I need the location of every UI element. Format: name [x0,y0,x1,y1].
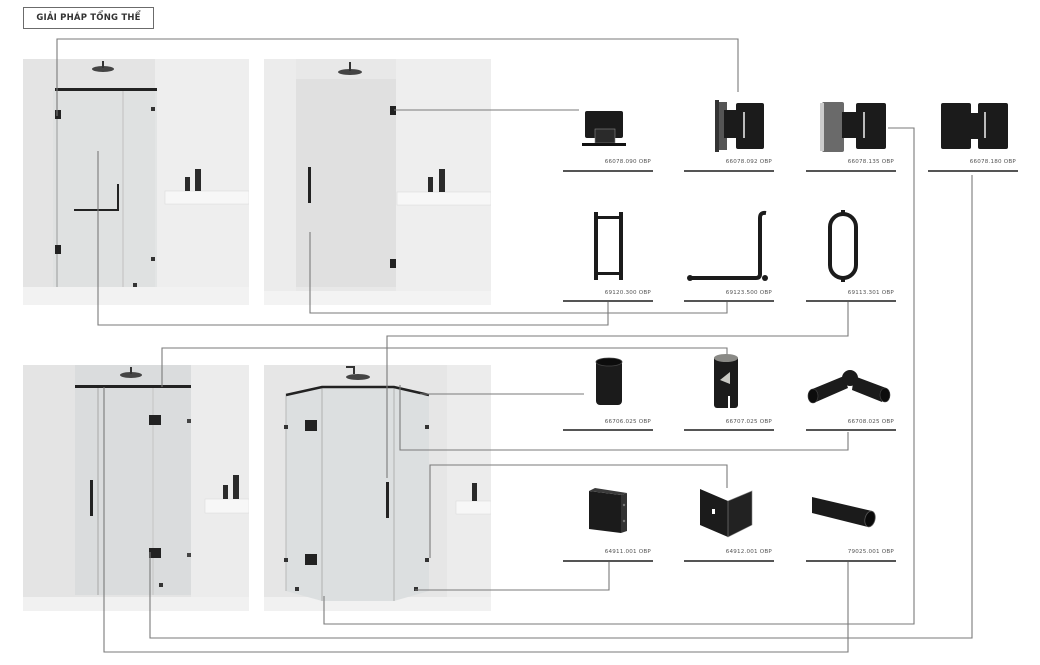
hinge-icon [582,111,626,146]
towel-bar-handle-icon [687,210,768,281]
code-underline [806,300,896,302]
product-79025-001[interactable]: 79025.001 OBP [806,485,896,563]
corner-clamp-icon [700,489,753,538]
product-64911-001[interactable]: 64911.001 OBP [563,485,653,563]
code-underline [563,170,653,172]
code-underline [928,170,1018,172]
photo-shower-4 [264,365,491,611]
photo-shower-2 [264,59,491,305]
product-66706-025[interactable]: 66706.025 OBP [563,350,653,432]
product-66708-025[interactable]: 66708.025 OBP [806,350,896,432]
product-66078-135[interactable]: 66078.135 OBP [806,100,896,175]
product-64912-001[interactable]: 64912.001 OBP [684,485,774,563]
product-69113-301[interactable]: 69113.301 OBP [806,208,896,303]
product-66707-025[interactable]: 66707.025 OBP [684,350,774,432]
photo-shower-3 [23,365,249,611]
product-69123-500[interactable]: 69123.500 OBP [684,208,774,303]
tube-flange-icon [595,357,623,405]
hinge-icon [715,100,764,152]
glass-clamp-icon [589,488,627,533]
code-underline [563,300,653,302]
code-underline [806,429,896,431]
code-underline [684,170,774,172]
code-underline [563,429,653,431]
section-title: GIẢI PHÁP TỔNG THỂ [23,7,154,29]
code-underline [684,300,774,302]
code-underline [806,170,896,172]
hinge-icon [820,102,886,152]
angle-connector-icon [807,370,891,404]
product-69120-300[interactable]: 69120.300 OBP [563,208,653,303]
hinge-icon [941,103,1008,149]
pull-handle-icon [594,212,623,280]
loop-handle-icon [828,210,858,282]
code-underline [684,560,774,562]
code-underline [806,560,896,562]
product-66078-090[interactable]: 66078.090 OBP [563,100,653,175]
code-underline [684,429,774,431]
photo-shower-1 [23,59,249,305]
product-66078-180[interactable]: 66078.180 OBP [928,100,1018,175]
product-66078-092[interactable]: 66078.092 OBP [684,100,774,175]
tube-connector-icon [714,354,738,408]
code-underline [563,560,653,562]
tube-icon [812,497,876,528]
